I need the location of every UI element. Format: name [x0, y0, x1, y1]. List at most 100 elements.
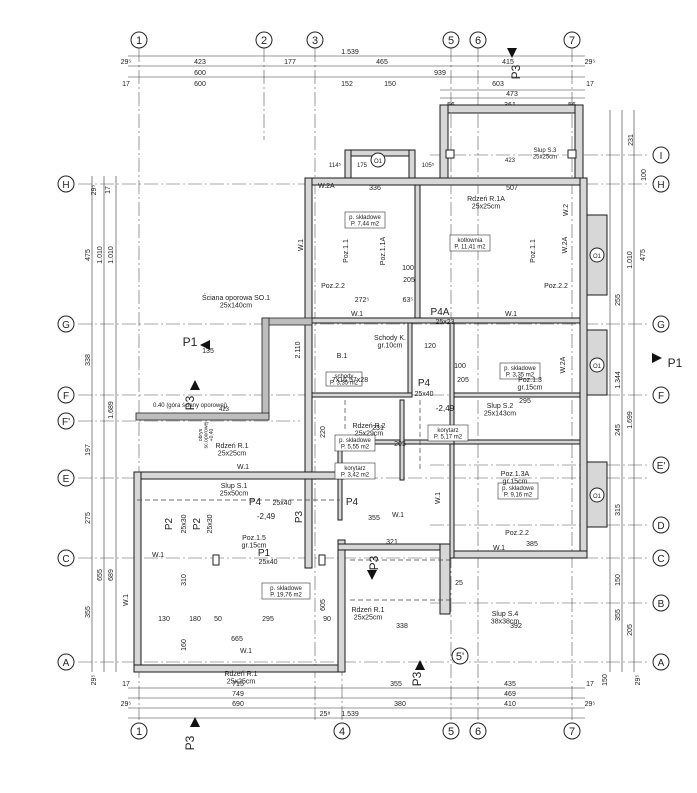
dim-bottom-355: 355	[390, 681, 402, 688]
dim-160: 160	[181, 639, 188, 651]
dim-507: 507	[506, 185, 518, 192]
row-label-F-left: F	[63, 391, 69, 402]
grid-bubbles-bottom: 1 4 5 6 7 5'	[130, 647, 581, 740]
section-p1-right: P1	[668, 356, 683, 370]
grid-label-6-top: 6	[475, 35, 481, 47]
p4-bottom-label: P4	[346, 497, 359, 508]
section-p3-top: P3	[509, 64, 523, 79]
row-label-B-right: B	[658, 599, 665, 610]
p4-left-label: P4	[249, 497, 262, 508]
grid-label-5-top: 5	[448, 35, 454, 47]
val-100-b: 100	[454, 363, 466, 370]
dim-175: 175	[357, 163, 368, 169]
window-o1-top: O1	[374, 159, 383, 165]
section-p3-left: P3	[183, 395, 197, 410]
dim-bottom-435: 435	[504, 681, 516, 688]
dim-top-295b: 29⁵	[585, 59, 596, 66]
dim-left-197: 197	[85, 444, 92, 456]
dim-392: 392	[510, 623, 522, 630]
dim-50: 50	[214, 616, 222, 623]
p1-beam-dims: 25x40	[258, 559, 277, 566]
dim-top-603: 603	[492, 81, 504, 88]
grid-bubbles-left: H G F F' E C A	[57, 175, 75, 671]
bottom-dimensions: 715 749 690 355 380 435 410 469 29⁵ 17 1…	[121, 681, 595, 719]
label-poz11a: Poz.1.1A	[380, 236, 387, 265]
grid-bubbles-right: I H G F E' D C B A	[652, 146, 670, 671]
dim-bottom-749: 749	[232, 691, 244, 698]
dim-bottom-690: 690	[232, 701, 244, 708]
window-o1-right-2: O1	[593, 364, 602, 370]
label-poz22-left: Poz.2.2	[321, 283, 345, 290]
val-220: 220	[320, 426, 327, 438]
dim-665: 665	[231, 636, 243, 643]
row-label-G-right: G	[657, 320, 665, 331]
dim-bottom-17b: 17	[586, 681, 594, 688]
dim-135: 135	[202, 348, 214, 355]
row-label-C-right: C	[657, 554, 664, 565]
dim-336: 336	[369, 185, 381, 192]
right-windows: O1 O1 O1	[586, 214, 608, 528]
top-dimensions: 1.539 423 177 465 415 600 939 600 152 15…	[121, 49, 635, 146]
dim-right-1010: 1.010	[627, 251, 634, 269]
dim-left-338: 338	[85, 354, 92, 366]
p2-left-dims: 25x30	[181, 514, 188, 533]
label-w1-rdzen: W.1	[435, 492, 442, 504]
dim-right-245: 245	[615, 424, 622, 436]
dim-top-415: 415	[502, 59, 514, 66]
stairs-label: Schody K.gr.10cm	[374, 335, 406, 350]
dim-605: 605	[320, 599, 327, 611]
dim-left-1689: 1.689	[108, 401, 115, 419]
dim-bottom-715: 715	[232, 681, 244, 688]
dim-right-315: 315	[615, 504, 622, 516]
window-o1-right-1: O1	[593, 254, 602, 260]
grid-label-6-bottom: 6	[475, 726, 481, 738]
section-p3-right: P3	[367, 555, 381, 570]
dim-310: 310	[181, 574, 188, 586]
p4a-label: P4A	[431, 307, 450, 318]
grid-lines	[78, 48, 650, 720]
dim-top-600a: 600	[194, 70, 206, 77]
p2-mid-dims: 25x30	[207, 514, 214, 533]
dim-top-423: 423	[194, 59, 206, 66]
section-p1-left: P1	[183, 335, 198, 349]
right-dimensions: 100 475 255 1.010 1.344 1.699 245 315 15…	[602, 110, 648, 686]
label-w1-lower-left: W.1	[152, 552, 164, 559]
row-label-H-right: H	[657, 180, 664, 191]
val-120: 120	[424, 343, 436, 350]
val-2110: 2.110	[295, 341, 302, 358]
stairs-dim: 7x16,57x28	[332, 377, 368, 384]
top-bay: O1 114⁵ 105⁵ 175	[329, 149, 435, 179]
dim-right-475: 475	[640, 249, 647, 261]
grid-label-1-top: 1	[136, 35, 142, 47]
val-25: 25	[455, 580, 463, 587]
dim-right-355: 355	[615, 609, 622, 621]
dim-1145: 114⁵	[329, 162, 342, 169]
dim-130-a: 130	[158, 616, 170, 623]
dim-top-total: 1.539	[341, 49, 359, 56]
dim-right-100: 100	[641, 169, 648, 181]
dim-231: 231	[372, 425, 384, 432]
dim-top-939: 939	[434, 70, 446, 77]
dim-left-1010a: 1.010	[97, 246, 104, 264]
dim-321: 321	[386, 539, 398, 546]
dim-left-475: 475	[85, 249, 92, 261]
window-o1-right-3: O1	[593, 494, 602, 500]
dim-top-17a: 17	[122, 81, 130, 88]
p2-mid-label: P2	[192, 517, 203, 530]
